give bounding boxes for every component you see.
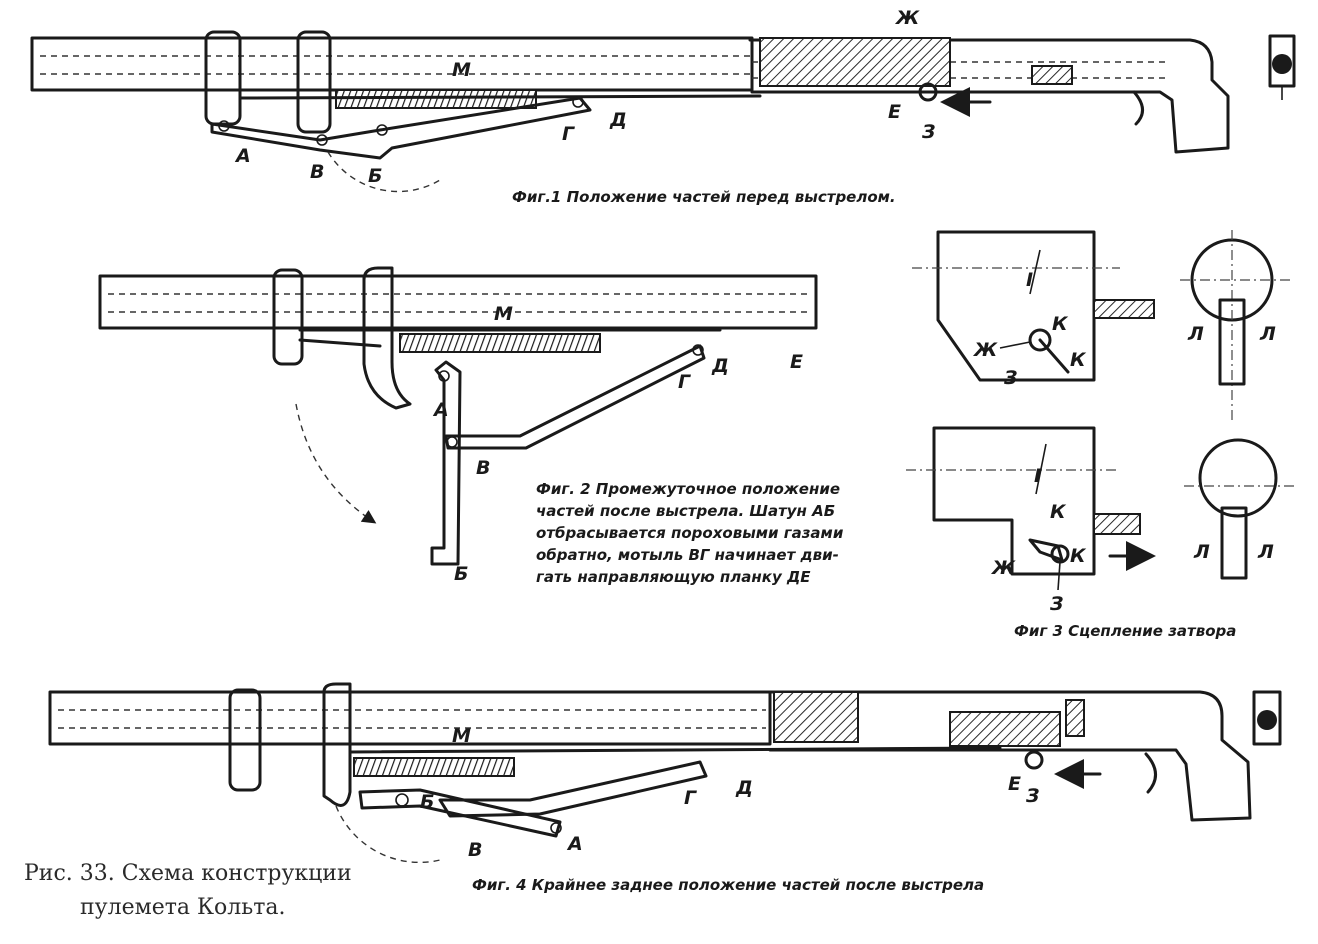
fig2-label-D: Д [711,355,729,377]
fig3-bolt-bottom [932,426,1096,576]
fig4-connecting-rod [358,788,562,838]
fig1-group: А В Б Г Д Е З Ж М Фиг.1 Положение частей… [30,7,1296,206]
fig2-label-A: А [432,399,449,421]
fig2-arrow [295,403,377,524]
fig4-label-G: Г [684,787,697,809]
fig3-label-Zh-top: Ж [972,339,998,361]
fig2-clamp-rear [362,266,412,410]
fig4-spring [353,757,515,777]
fig2-caption-line-2: частей после выстрела. Шатун АБ [536,502,835,520]
fig3-label-I-bottom: I [1034,465,1041,487]
fig1-caption: Фиг.1 Положение частей перед выстрелом. [512,188,896,206]
fig2-caption-line-4: обратно, мотыль ВГ начинает дви- [536,546,839,564]
fig4-receiver [768,690,1252,822]
fig2-label-E: Е [790,351,803,373]
fig2-caption-line-1: Фиг. 2 Промежуточное положение [536,480,840,498]
fig3-label-K2-bottom: К [1070,545,1087,567]
fig3-label-Zh-bottom: Ж [990,557,1016,579]
fig2-caption-line-5: гать направляющую планку ДЕ [536,568,811,586]
fig4-end-view [1252,690,1282,746]
fig3-label-K-top: К [1052,313,1069,335]
fig1-label-D: Д [609,109,627,131]
fig3-group: I К К Ж З Л Л I К К Ж З Л Л Фиг 3 Сцепле… [906,230,1296,640]
fig4-label-A: А [566,833,583,855]
fig1-label-B: Б [368,165,382,187]
fig1-label-A: А [234,145,251,167]
fig3-label-I-top: I [1026,269,1033,291]
fig4-label-M: М [452,725,471,747]
fig4-barrel [48,690,772,746]
fig3-label-K2-top: К [1070,349,1087,371]
fig3-caption: Фиг 3 Сцепление затвора [1014,622,1236,640]
fig3-bolt-top [936,230,1096,382]
fig3-label-L1-bottom: Л [1193,541,1210,563]
fig1-label-G: Г [562,123,575,145]
fig4-lever [438,760,708,818]
fig1-label-E: Е [888,101,901,123]
fig1-label-Z: З [921,121,936,143]
fig1-slide-bar [238,94,762,100]
fig2-connecting-rod [430,360,462,566]
fig4-group: А Б В Г Д Е З М Фиг. 4 Крайнее заднее по… [48,682,1282,894]
fig1-receiver [748,38,1230,154]
fig2-label-M: М [494,303,513,325]
fig2-clamp-front [272,268,304,366]
fig2-lever [444,344,706,450]
fig2-group: А Б В Г Д Е М Фиг. 2 Промежуточное полож… [98,266,844,586]
fig1-label-M: М [452,59,471,81]
fig1-bolt [759,37,951,87]
fig4-label-D: Д [735,777,753,799]
fig4-clamp-front [228,688,262,792]
fig3-label-L1-top: Л [1187,323,1204,345]
fig3-label-L2-top: Л [1259,323,1276,345]
fig1-clamp-rear [296,30,332,134]
fig2-spring [399,333,601,353]
figure-title-line-2: пулемета Кольта. [80,895,286,920]
fig4-clamp-rear [322,682,352,807]
fig2-label-V: В [476,457,490,479]
fig1-barrel [30,36,754,92]
figure-title-line-1: Рис. 33. Схема конструкции [24,861,352,886]
fig1-label-V: В [310,161,324,183]
fig1-clamp-front [204,30,242,126]
fig3-end-view-bottom [1198,438,1278,518]
fig4-caption: Фиг. 4 Крайнее заднее положение частей п… [472,876,984,894]
fig2-barrel [98,274,818,330]
fig1-lever [210,96,592,160]
fig2-label-B: Б [454,563,468,585]
fig4-trigger [1144,752,1157,794]
fig3-label-Z-bottom: З [1049,593,1064,615]
fig2-caption-line-3: отбрасывается пороховыми газами [536,524,844,542]
fig3-label-L2-bottom: Л [1257,541,1274,563]
fig4-label-V: В [468,839,482,861]
fig3-label-Z-top: З [1003,367,1018,389]
fig4-swing-arc [335,805,441,864]
fig4-label-B: Б [420,791,434,813]
fig3-label-K-bottom: К [1050,501,1067,523]
fig1-trigger [1132,90,1144,126]
fig4-label-Z: З [1025,785,1040,807]
fig1-swing-arc [327,151,441,193]
fig4-label-E: Е [1008,773,1021,795]
fig2-label-G: Г [678,371,691,393]
fig4-bolt [949,711,1061,747]
fig1-label-Zh: Ж [894,7,920,29]
